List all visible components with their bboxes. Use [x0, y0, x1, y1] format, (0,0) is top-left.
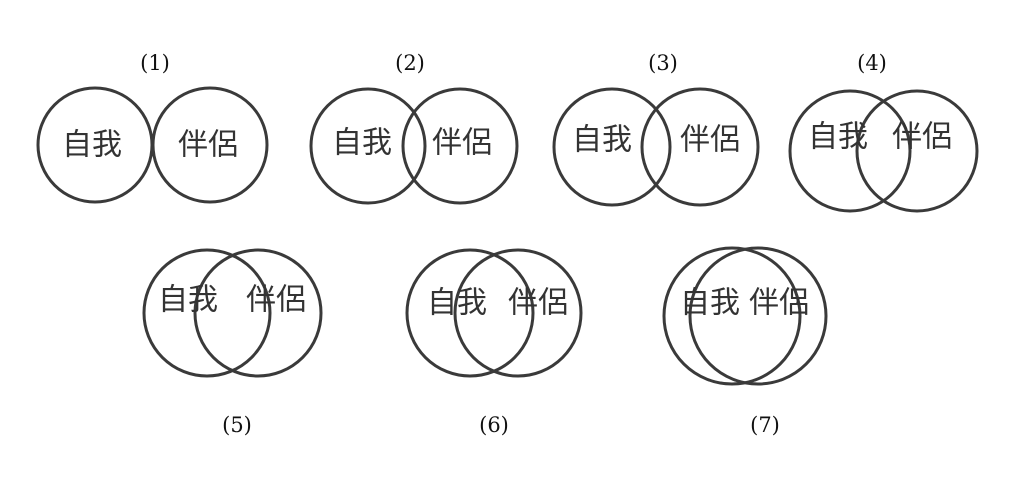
diagram-number: (2): [395, 51, 425, 75]
self-label: 自我: [808, 120, 868, 155]
partner-label: 伴侶: [432, 126, 492, 161]
self-label: 自我: [427, 286, 487, 321]
partner-label: 伴侶: [749, 286, 809, 321]
self-circle: [788, 89, 912, 213]
diagram-7: (7) 自我 伴侶: [662, 246, 828, 437]
diagram-number: (6): [479, 413, 509, 437]
partner-label: 伴侶: [892, 120, 952, 155]
diagram-number: (1): [140, 51, 170, 75]
self-label: 自我: [158, 283, 218, 318]
self-circle: [405, 248, 535, 378]
partner-circle: [151, 86, 269, 204]
partner-circle: [193, 248, 323, 378]
diagram-2: (2) 自我 伴侶: [309, 51, 519, 205]
partner-circle: [640, 87, 760, 207]
diagram-1: (1) 自我 伴侶: [36, 51, 269, 204]
self-label: 自我: [572, 123, 632, 158]
partner-label: 伴侶: [508, 286, 568, 321]
diagram-number: (3): [648, 51, 678, 75]
self-circle: [142, 248, 272, 378]
diagram-number: (5): [222, 413, 252, 437]
self-circle: [552, 87, 672, 207]
partner-circle: [453, 248, 583, 378]
partner-circle: [401, 87, 519, 205]
diagram-5: (5) 自我 伴侶: [142, 248, 323, 437]
partner-circle: [688, 246, 828, 386]
partner-label: 伴侶: [246, 283, 306, 318]
diagram-number: (4): [857, 51, 887, 75]
partner-label: 伴侶: [680, 123, 740, 158]
self-label: 自我: [62, 128, 122, 163]
diagram-number: (7): [750, 413, 780, 437]
self-circle: [309, 87, 427, 205]
self-label: 自我: [680, 286, 740, 321]
diagram-6: (6) 自我 伴侶: [405, 248, 583, 437]
diagram-3: (3) 自我 伴侶: [552, 51, 760, 207]
partner-circle: [855, 89, 979, 213]
diagram-4: (4) 自我 伴侶: [788, 51, 979, 213]
self-circle: [662, 246, 802, 386]
partner-label: 伴侶: [178, 128, 238, 163]
self-label: 自我: [332, 126, 392, 161]
